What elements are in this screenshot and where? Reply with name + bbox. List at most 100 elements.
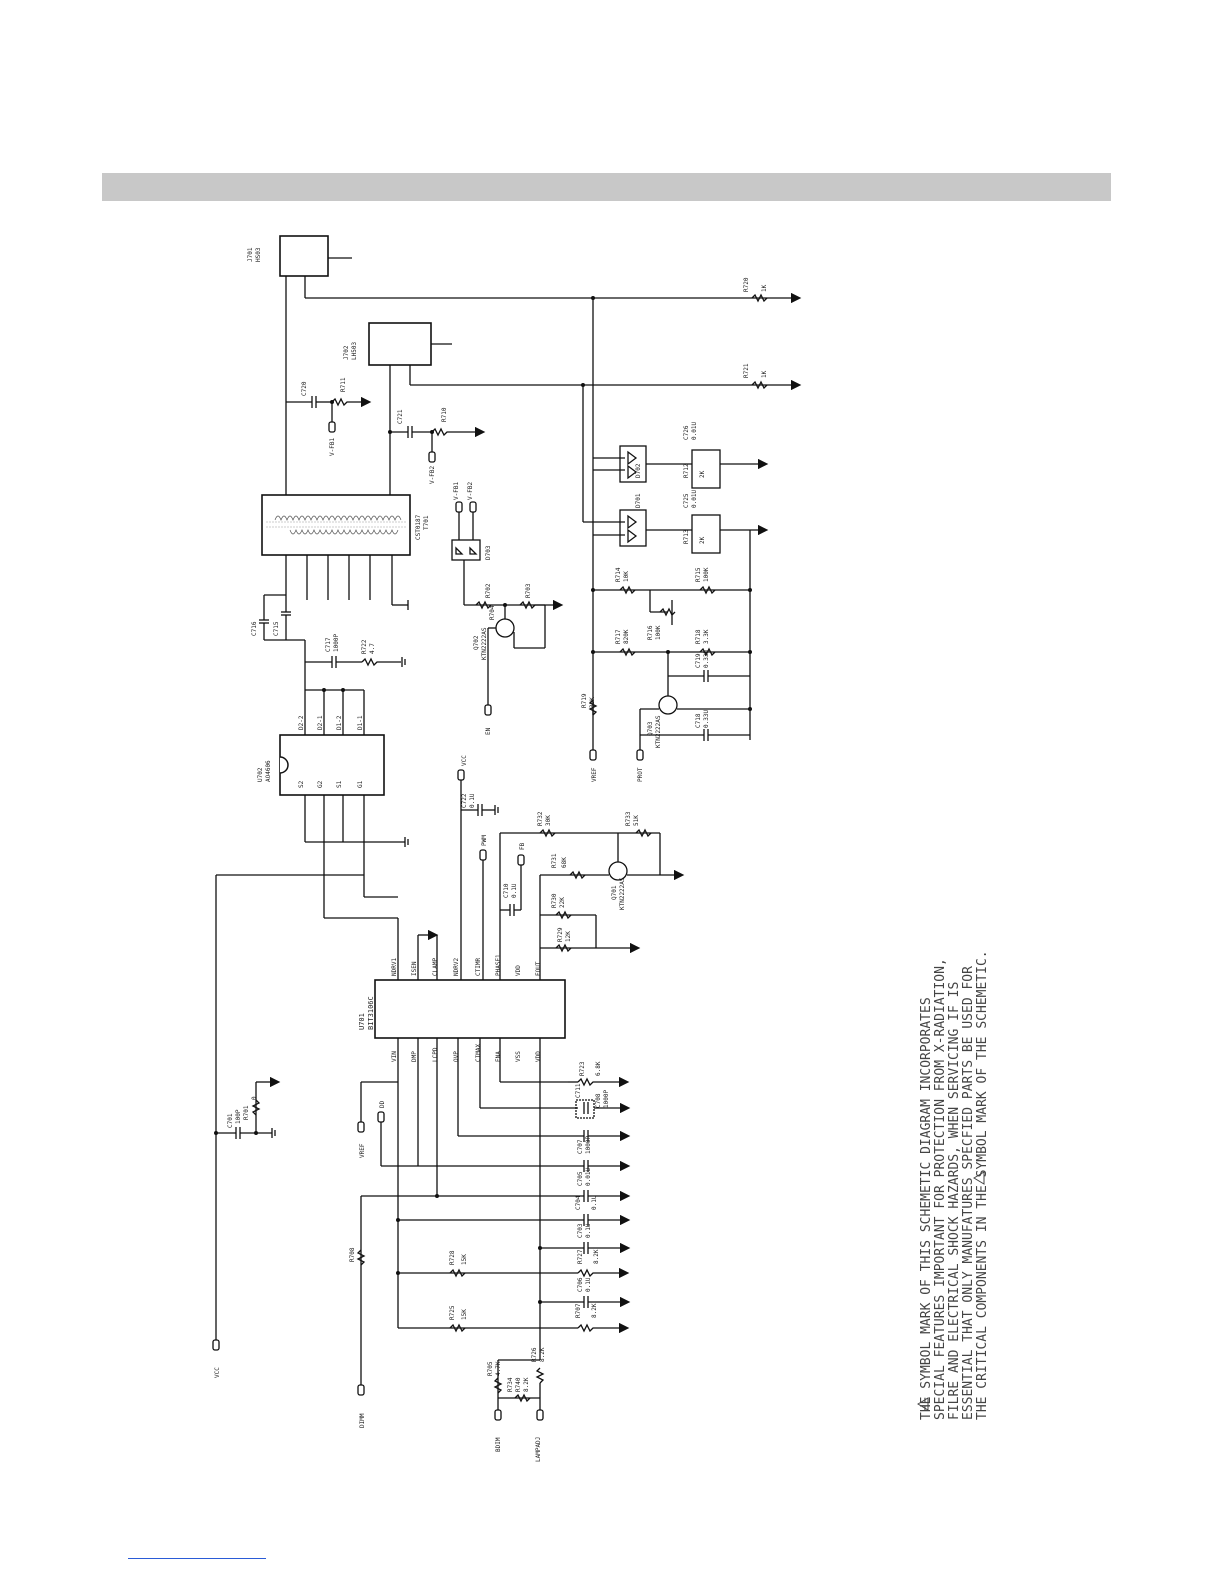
c701-value: 100P: [235, 1109, 242, 1124]
transistor-q703-network: R714 10K R715 100K VREF R716 100K R717 8…: [581, 530, 752, 782]
c716-label: C716: [251, 621, 258, 636]
note-line-5: THE CRITICAL COMPONENTS IN THE SYMBOL MA…: [975, 950, 990, 1420]
connector-j702: J702 LH503: [343, 322, 452, 366]
r731-value: 68K: [561, 857, 568, 868]
c704-value: 0.1U: [591, 1195, 598, 1210]
r725-value: 15K: [461, 1309, 468, 1320]
warning-triangle-icon: [917, 1397, 929, 1411]
feedback-network-2: C721 R710 V-FB2: [388, 365, 486, 495]
c703-value: 0.1U: [585, 1223, 592, 1238]
r720-ref: R720: [743, 277, 750, 292]
transformer-t701: CST0187 T701: [261, 494, 430, 610]
vcc-left-label: VCC: [214, 1367, 221, 1378]
t701-ref: T701: [423, 515, 430, 530]
u701-pin-ctimr: CTIMR: [475, 958, 482, 976]
u701-pin-vss: VSS: [515, 1051, 522, 1062]
c719-value: 0.33U: [703, 650, 710, 668]
c710-ref: C710: [503, 883, 510, 898]
rc-snubber: C717 1000P R722 4.7: [304, 634, 406, 690]
r707-ref: R707: [575, 1303, 582, 1318]
u702-pin-d2-2: D2-2: [298, 715, 305, 730]
c722-ref: C722: [461, 793, 468, 808]
r728-ref: R728: [449, 1250, 456, 1265]
vcc-label: VCC: [461, 755, 468, 766]
r715-value: 100K: [703, 567, 710, 582]
bdim-label: BDIM: [495, 1437, 502, 1452]
r705-value: 4.7K: [495, 1361, 502, 1376]
note-line-4: ESSENTIAL THAT ONLY MANUFATURES SPECFIED…: [961, 966, 976, 1420]
note-line-2: SPECIAL FEATURES IMPORTANT FOR PROTECTIO…: [933, 958, 948, 1420]
c722-value: 0.1U: [469, 793, 476, 808]
u701-pin-ovp: OVP: [453, 1051, 460, 1062]
u701-pin-networks: VREF DD R723 6.8K C711 C708 1000P C707 1…: [349, 1038, 631, 1462]
u701-pin-ena: ENA: [495, 1051, 502, 1062]
r717-value: 820K: [623, 629, 630, 644]
r716-ref: R716: [647, 625, 654, 640]
u701-ref: U701: [358, 1013, 366, 1030]
c720-label: C720: [301, 381, 308, 396]
c706-value: 0.1U: [585, 1277, 592, 1292]
r714-ref: R714: [615, 567, 622, 582]
vfb1-label: V-FB1: [329, 438, 336, 456]
r733-ref: R733: [625, 811, 632, 826]
r719-ref: R719: [581, 693, 588, 708]
j702-ref: J702: [343, 345, 350, 360]
dd-label: DD: [379, 1100, 386, 1108]
vfb2-label: V-FB2: [429, 466, 436, 484]
u701-part: BIT3106C: [367, 996, 375, 1030]
r721-value: 1K: [761, 370, 768, 378]
safety-note: THE SYMBOL MARK OF THIS SCHEMETIC DIAGRA…: [917, 950, 990, 1420]
r729-value: 12K: [565, 931, 572, 942]
q702-ref: Q702: [473, 635, 480, 650]
prot-label: PROT: [637, 767, 644, 782]
r712-ref: R712: [683, 463, 690, 478]
c708-value: 1000P: [603, 1090, 610, 1108]
vref-left-label: VREF: [359, 1143, 366, 1158]
c718-value: 0.33U: [703, 710, 710, 728]
t701-part: CST0187: [415, 514, 422, 540]
header-band: [102, 173, 1111, 201]
r701-value: 0: [251, 1096, 258, 1100]
q702-part: KTN2222AS: [481, 627, 488, 660]
d702-ref: D702: [635, 463, 642, 478]
j702-part: LH503: [351, 342, 358, 360]
vfb2b-label: V-FB2: [467, 482, 474, 500]
en-label: EN: [485, 727, 492, 735]
r730-ref: R730: [551, 893, 558, 908]
r720-value: 1K: [761, 284, 768, 292]
c706-ref: C706: [577, 1277, 584, 1292]
u701-pin-clamp: CLAMP: [432, 958, 439, 976]
r707-value: 8.2K: [591, 1303, 598, 1318]
u702-pin-d1-1: D1-1: [357, 715, 364, 730]
snubber-caps: C716 C715: [251, 594, 305, 641]
u702-pin-d1-2: D1-2: [336, 715, 343, 730]
u702-pin-g1: G1: [357, 780, 364, 788]
r726-ref: R726: [531, 1347, 538, 1362]
r717-ref: R717: [615, 629, 622, 644]
dimm-label: DIMM: [359, 1413, 366, 1428]
c703-ref: C703: [577, 1223, 584, 1238]
r714-value: 10K: [623, 571, 630, 582]
r716-value: 100K: [655, 625, 662, 640]
r708-label: R708: [349, 1247, 356, 1262]
r729-ref: R729: [557, 927, 564, 942]
connector-j701: J701 HS03: [247, 235, 352, 277]
footer-link-underline[interactable]: [128, 1558, 266, 1559]
c717-ref: C717: [325, 637, 332, 652]
u701-pin-fout: FOUT: [535, 961, 542, 976]
c707-ref: C707: [577, 1139, 584, 1154]
fb-label: FB: [519, 842, 526, 850]
r702-label: R702: [485, 583, 492, 598]
j701-part: HS03: [255, 247, 262, 262]
r732-ref: R732: [537, 811, 544, 826]
r722-ref: R722: [361, 639, 368, 654]
c711-label: C711: [575, 1083, 582, 1098]
u702-ref: U702: [257, 767, 264, 782]
r723-value: 6.8K: [595, 1061, 602, 1076]
r727-value: 8.2K: [593, 1249, 600, 1264]
u701-pin-vdd: VDD: [535, 1051, 542, 1062]
warning-triangle-icon: [973, 1171, 985, 1185]
vcc-decoupling: VCC C722 0.1U: [457, 755, 499, 980]
r704-label: R704: [489, 605, 496, 620]
u702-pin-s2: S2: [298, 780, 305, 788]
